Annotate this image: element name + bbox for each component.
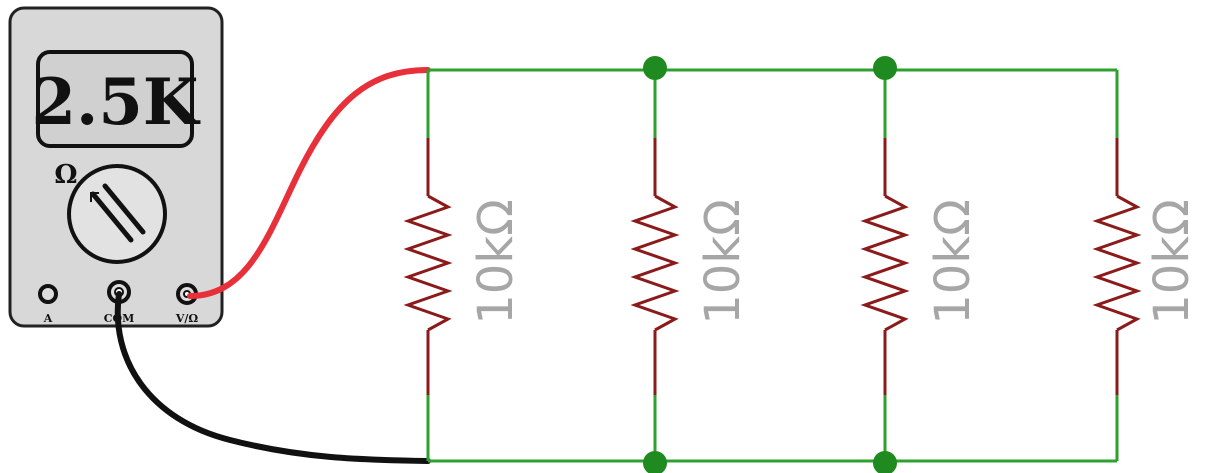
resistor-1-zigzag [403, 194, 453, 332]
port-v-ohm-label: V/Ω [175, 312, 199, 325]
resistor-2-label: 10kΩ [695, 199, 751, 325]
resistor-3-zigzag [860, 194, 910, 332]
resistor-1-label: 10kΩ [468, 199, 524, 325]
circuit-wires [428, 68, 1117, 463]
junction-dots [643, 56, 897, 473]
resistor-4-zigzag [1092, 194, 1142, 332]
junction-dot-bottom-2 [643, 451, 667, 473]
junction-dot-top-2 [643, 56, 667, 80]
resistor-branch-4: 10kΩ [1092, 70, 1200, 461]
resistor-3-label: 10kΩ [925, 199, 981, 325]
junction-dot-top-3 [873, 56, 897, 80]
resistor-4-label: 10kΩ [1144, 199, 1200, 325]
dial-ohm-symbol: Ω [54, 160, 77, 190]
port-a-label: A [43, 312, 53, 325]
selector-dial-knob[interactable] [67, 164, 167, 264]
junction-dot-bottom-3 [873, 451, 897, 473]
dial-tick-mark [90, 192, 99, 202]
multimeter: 2.5K Ω A COM V/Ω [8, 6, 224, 328]
port-a[interactable]: A [38, 284, 58, 325]
red-test-lead[interactable] [187, 67, 431, 299]
selector-dial[interactable] [67, 164, 167, 264]
resistor-branch-1: 10kΩ [403, 70, 524, 461]
dial-pointer-left [90, 191, 134, 243]
port-a-jack[interactable] [38, 284, 58, 304]
resistor-2-zigzag [630, 194, 680, 332]
display-value: 2.5K [32, 65, 201, 140]
resistor-branch-2: 10kΩ [630, 70, 751, 461]
multimeter-display [36, 50, 194, 148]
black-test-lead[interactable] [114, 291, 431, 464]
dial-pointer-right [102, 183, 146, 235]
resistor-branch-3: 10kΩ [860, 70, 981, 461]
